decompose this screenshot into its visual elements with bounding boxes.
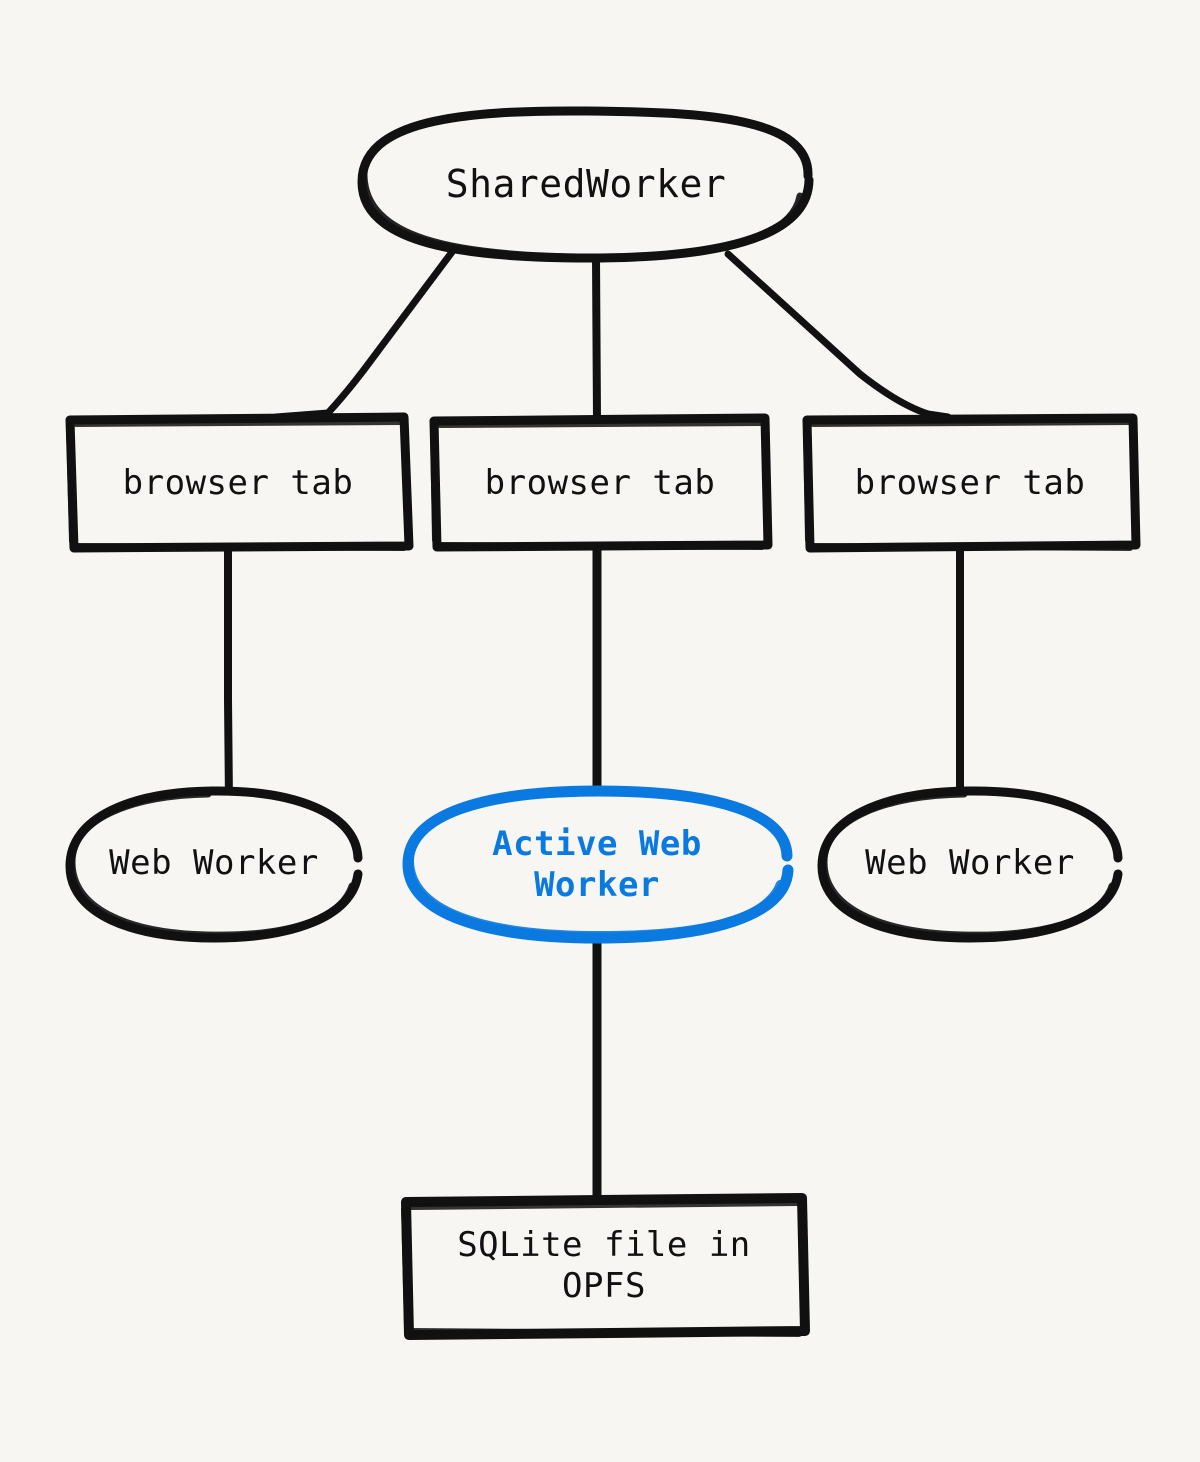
browser-tab-1-fill xyxy=(70,421,407,545)
browser-tab-3-fill xyxy=(809,421,1131,545)
node-shared-worker[interactable] xyxy=(357,106,814,263)
browser-tab-2-fill xyxy=(436,421,765,545)
shared-worker-outline-b xyxy=(360,107,804,261)
shared-worker-fill xyxy=(362,112,810,256)
edge-shared-to-tab1 xyxy=(272,248,456,421)
browser-tab-2-outline-b xyxy=(430,420,770,550)
sqlite-opfs-outline-b xyxy=(401,1200,807,1337)
edge-shared-to-tab2 xyxy=(592,254,601,424)
web-worker-1-fill xyxy=(70,791,358,937)
sqlite-opfs-fill xyxy=(407,1202,801,1332)
edge-tab1-to-worker1 xyxy=(224,544,233,806)
browser-tab-3-outline-b xyxy=(803,419,1138,551)
node-web-worker-1[interactable] xyxy=(65,786,363,943)
browser-tab-1-outline-b xyxy=(66,419,411,551)
node-active-web-worker[interactable] xyxy=(402,785,794,944)
active-web-worker-outline-b xyxy=(405,789,784,940)
node-browser-tab-2[interactable] xyxy=(429,413,773,552)
web-worker-3-outline-b xyxy=(820,790,1116,939)
web-worker-1-outline-b xyxy=(68,790,356,939)
node-browser-tab-3[interactable] xyxy=(802,413,1141,553)
node-sqlite-opfs[interactable] xyxy=(401,1193,810,1340)
edge-shared-to-tab3 xyxy=(724,250,952,421)
node-browser-tab-1[interactable] xyxy=(65,412,414,553)
node-web-worker-3[interactable] xyxy=(817,786,1123,943)
active-web-worker-fill xyxy=(407,790,787,938)
edges-group xyxy=(224,248,964,1205)
web-worker-3-fill xyxy=(822,791,1118,937)
